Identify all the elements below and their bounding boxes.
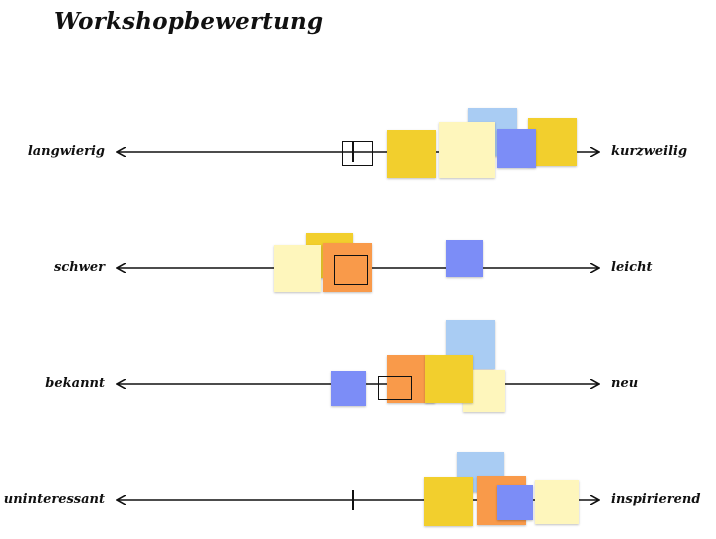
- row-2-right-label[interactable]: leicht: [611, 260, 653, 275]
- row-3-left-label[interactable]: bekannt: [45, 376, 105, 391]
- sticky-note-light-yellow[interactable]: [439, 122, 495, 178]
- sticky-note-light-yellow[interactable]: [274, 245, 321, 292]
- sticky-note-blue[interactable]: [497, 485, 533, 520]
- sticky-note-light-yellow[interactable]: [535, 480, 579, 524]
- sticky-note-yellow[interactable]: [425, 355, 473, 403]
- row-1-tick-mark: [352, 142, 354, 162]
- sticky-note-yellow[interactable]: [387, 130, 436, 178]
- sticky-note-blue[interactable]: [331, 371, 366, 406]
- sticky-note-orange[interactable]: [323, 243, 372, 292]
- sticky-note-blue[interactable]: [446, 240, 483, 277]
- sticky-note-yellow[interactable]: [424, 477, 473, 526]
- row-3-right-label[interactable]: neu: [611, 376, 639, 391]
- sticky-note-yellow[interactable]: [528, 118, 577, 166]
- row-4-tick-mark: [352, 490, 354, 510]
- row-1-left-label[interactable]: langwierig: [27, 144, 105, 159]
- row-3-frame-marker[interactable]: [378, 376, 412, 400]
- row-2-frame-marker[interactable]: [334, 255, 368, 285]
- sticky-note-blue[interactable]: [497, 129, 536, 168]
- row-1-frame-marker[interactable]: [342, 141, 373, 166]
- board-title[interactable]: Workshopbewertung: [54, 8, 324, 35]
- row-4-right-label[interactable]: inspirierend: [611, 492, 701, 507]
- row-2-left-label[interactable]: schwer: [54, 260, 105, 275]
- row-4-left-label[interactable]: uninteressant: [3, 492, 105, 507]
- row-1-right-label[interactable]: kurzweilig: [611, 144, 688, 159]
